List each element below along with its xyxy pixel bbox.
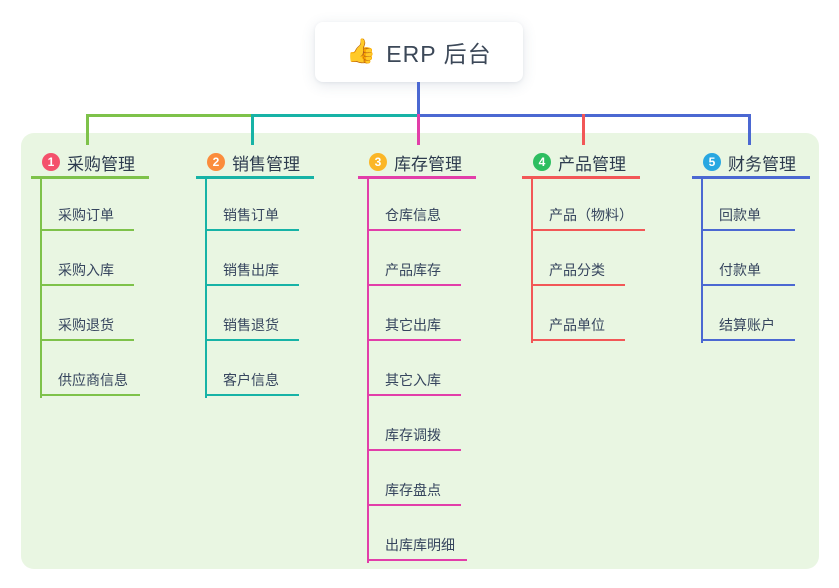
child-node-label: 仓库信息 bbox=[385, 207, 441, 223]
branch-drop-connector bbox=[748, 114, 751, 145]
child-node-label: 供应商信息 bbox=[58, 372, 128, 388]
branch-number-badge: 1 bbox=[42, 153, 60, 171]
child-node-label: 产品分类 bbox=[549, 262, 605, 278]
branch-header-label: 产品管理 bbox=[558, 154, 626, 174]
child-node[interactable]: 供应商信息 bbox=[40, 369, 140, 396]
branch-header[interactable]: 5 财务管理 bbox=[692, 148, 810, 179]
branch-drop-connector bbox=[417, 114, 420, 145]
branch-number-badge: 5 bbox=[703, 153, 721, 171]
thumbs-up-icon: 👍 bbox=[346, 38, 377, 65]
child-node[interactable]: 产品分类 bbox=[531, 259, 625, 286]
child-node-label: 回款单 bbox=[719, 207, 761, 223]
child-node[interactable]: 其它出库 bbox=[367, 314, 461, 341]
branch-trunk-line bbox=[531, 179, 533, 343]
root-node-label: ERP 后台 bbox=[386, 41, 492, 67]
child-node-label: 产品单位 bbox=[549, 317, 605, 333]
child-node[interactable]: 采购入库 bbox=[40, 259, 134, 286]
branch-header-label: 财务管理 bbox=[728, 154, 796, 174]
child-node[interactable]: 库存调拨 bbox=[367, 424, 461, 451]
child-node-label: 客户信息 bbox=[223, 372, 279, 388]
child-node-label: 销售退货 bbox=[223, 317, 279, 333]
branches-panel bbox=[21, 133, 819, 569]
child-node[interactable]: 其它入库 bbox=[367, 369, 461, 396]
branch-header-label: 采购管理 bbox=[67, 154, 135, 174]
branch-header-label: 库存管理 bbox=[394, 154, 462, 174]
bus-connector-segment bbox=[87, 114, 253, 117]
branch-header[interactable]: 2 销售管理 bbox=[196, 148, 314, 179]
child-node-label: 销售订单 bbox=[223, 207, 279, 223]
branch-drop-connector bbox=[582, 114, 585, 145]
child-node-label: 付款单 bbox=[719, 262, 761, 278]
child-node[interactable]: 结算账户 bbox=[701, 314, 795, 341]
child-node[interactable]: 产品库存 bbox=[367, 259, 461, 286]
child-node-label: 采购入库 bbox=[58, 262, 114, 278]
branch-trunk-line bbox=[367, 179, 369, 563]
child-node-label: 采购订单 bbox=[58, 207, 114, 223]
child-node[interactable]: 产品单位 bbox=[531, 314, 625, 341]
branch-header[interactable]: 4 产品管理 bbox=[522, 148, 640, 179]
child-node[interactable]: 客户信息 bbox=[205, 369, 299, 396]
child-node-label: 库存盘点 bbox=[385, 482, 441, 498]
branch-drop-connector bbox=[86, 114, 89, 145]
branch-header[interactable]: 3 库存管理 bbox=[358, 148, 476, 179]
child-node-label: 其它入库 bbox=[385, 372, 441, 388]
child-node-label: 出库库明细 bbox=[385, 537, 455, 553]
child-node-label: 产品（物料） bbox=[549, 207, 633, 223]
child-node[interactable]: 销售出库 bbox=[205, 259, 299, 286]
branch-number-badge: 2 bbox=[207, 153, 225, 171]
child-node[interactable]: 出库库明细 bbox=[367, 534, 467, 561]
child-node-label: 采购退货 bbox=[58, 317, 114, 333]
child-node-label: 产品库存 bbox=[385, 262, 441, 278]
child-node[interactable]: 付款单 bbox=[701, 259, 795, 286]
child-node[interactable]: 库存盘点 bbox=[367, 479, 461, 506]
child-node[interactable]: 产品（物料） bbox=[531, 204, 645, 231]
branch-number-badge: 3 bbox=[369, 153, 387, 171]
branch-header[interactable]: 1 采购管理 bbox=[31, 148, 149, 179]
branch-trunk-line bbox=[40, 179, 42, 398]
child-node[interactable]: 仓库信息 bbox=[367, 204, 461, 231]
branch-number-badge: 4 bbox=[533, 153, 551, 171]
branch-drop-connector bbox=[251, 114, 254, 145]
child-node-label: 销售出库 bbox=[223, 262, 279, 278]
child-node[interactable]: 采购订单 bbox=[40, 204, 134, 231]
branch-trunk-line bbox=[205, 179, 207, 398]
child-node-label: 结算账户 bbox=[719, 317, 775, 333]
child-node-label: 库存调拨 bbox=[385, 427, 441, 443]
root-node[interactable]: 👍 ERP 后台 bbox=[315, 22, 523, 82]
child-node[interactable]: 采购退货 bbox=[40, 314, 134, 341]
child-node[interactable]: 销售退货 bbox=[205, 314, 299, 341]
branch-trunk-line bbox=[701, 179, 703, 343]
branch-header-label: 销售管理 bbox=[232, 154, 300, 174]
bus-connector-segment bbox=[253, 114, 418, 117]
child-node[interactable]: 回款单 bbox=[701, 204, 795, 231]
child-node-label: 其它出库 bbox=[385, 317, 441, 333]
child-node[interactable]: 销售订单 bbox=[205, 204, 299, 231]
root-connector bbox=[417, 82, 420, 114]
